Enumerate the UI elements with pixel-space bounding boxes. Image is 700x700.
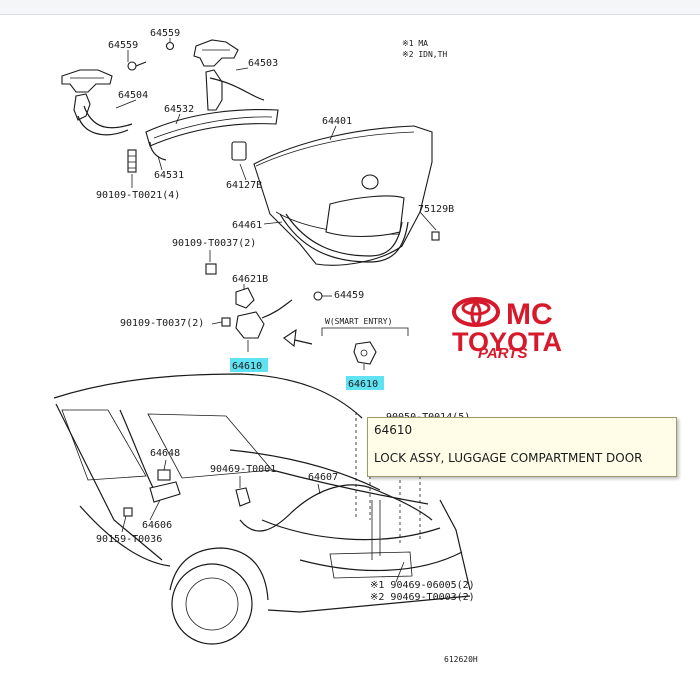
- hinge-assembly-drawing: [61, 39, 279, 173]
- legend-line-1: ※1 MA: [402, 39, 428, 48]
- label-90109-t0021: 90109-T0021(4): [96, 190, 180, 201]
- label-64532: 64532: [164, 104, 194, 115]
- label-64610-highlight-left: [230, 358, 268, 372]
- smart-entry-label: W(SMART ENTRY): [325, 317, 392, 326]
- label-64610-right[interactable]: 64610: [348, 379, 378, 390]
- label-90109-t0037-upper: 90109-T0037(2): [172, 238, 256, 249]
- window-top-strip: [0, 0, 700, 15]
- tooltip-part-number: 64610: [374, 423, 413, 437]
- label-64459: 64459: [334, 290, 364, 301]
- mc-toyota-parts-logo: MC TOYOTA PARTS: [452, 297, 562, 362]
- label-75129b: 75129B: [418, 204, 454, 215]
- label-64531: 64531: [154, 170, 184, 181]
- luggage-door-drawing: [253, 125, 440, 301]
- smart-entry-bracket: [321, 327, 409, 336]
- toyota-emblem-icon: [452, 297, 500, 327]
- lock-assembly-drawing: [205, 263, 377, 365]
- logo-mc: MC: [506, 298, 553, 331]
- label-90469-t0003: ※2 90469-T0003(2): [370, 592, 475, 603]
- part-tooltip: 64610 LOCK ASSY, LUGGAGE COMPARTMENT DOO…: [367, 417, 677, 477]
- label-90109-t0037-lower: 90109-T0037(2): [120, 318, 204, 329]
- label-64559-left: 64559: [108, 40, 138, 51]
- label-64127b: 64127B: [226, 180, 262, 191]
- label-64504: 64504: [118, 90, 148, 101]
- legend-line-2: ※2 IDN,TH: [402, 50, 447, 59]
- label-64559-right: 64559: [150, 28, 180, 39]
- label-90469-06005: ※1 90469-06005(2): [370, 580, 475, 591]
- label-64401: 64401: [322, 116, 352, 127]
- label-64503: 64503: [248, 58, 278, 69]
- label-90159-t0036: 90159-T0036: [96, 534, 162, 545]
- leader-lines: [115, 38, 437, 583]
- car-body-drawing: [53, 373, 471, 645]
- label-90469-t0001: 90469-T0001: [210, 464, 276, 475]
- label-64607: 64607: [308, 472, 338, 483]
- label-64648: 64648: [150, 448, 180, 459]
- tooltip-part-description: LOCK ASSY, LUGGAGE COMPARTMENT DOOR: [374, 451, 643, 465]
- label-64621b: 64621B: [232, 274, 268, 285]
- label-64610-left[interactable]: 64610: [232, 361, 262, 372]
- label-64461: 64461: [232, 220, 262, 231]
- label-64606: 64606: [142, 520, 172, 531]
- logo-parts: PARTS: [478, 345, 527, 362]
- figure-code: 612620H: [444, 655, 478, 664]
- label-64610-highlight-right: [346, 376, 384, 390]
- logo-toyota: TOYOTA: [452, 327, 562, 357]
